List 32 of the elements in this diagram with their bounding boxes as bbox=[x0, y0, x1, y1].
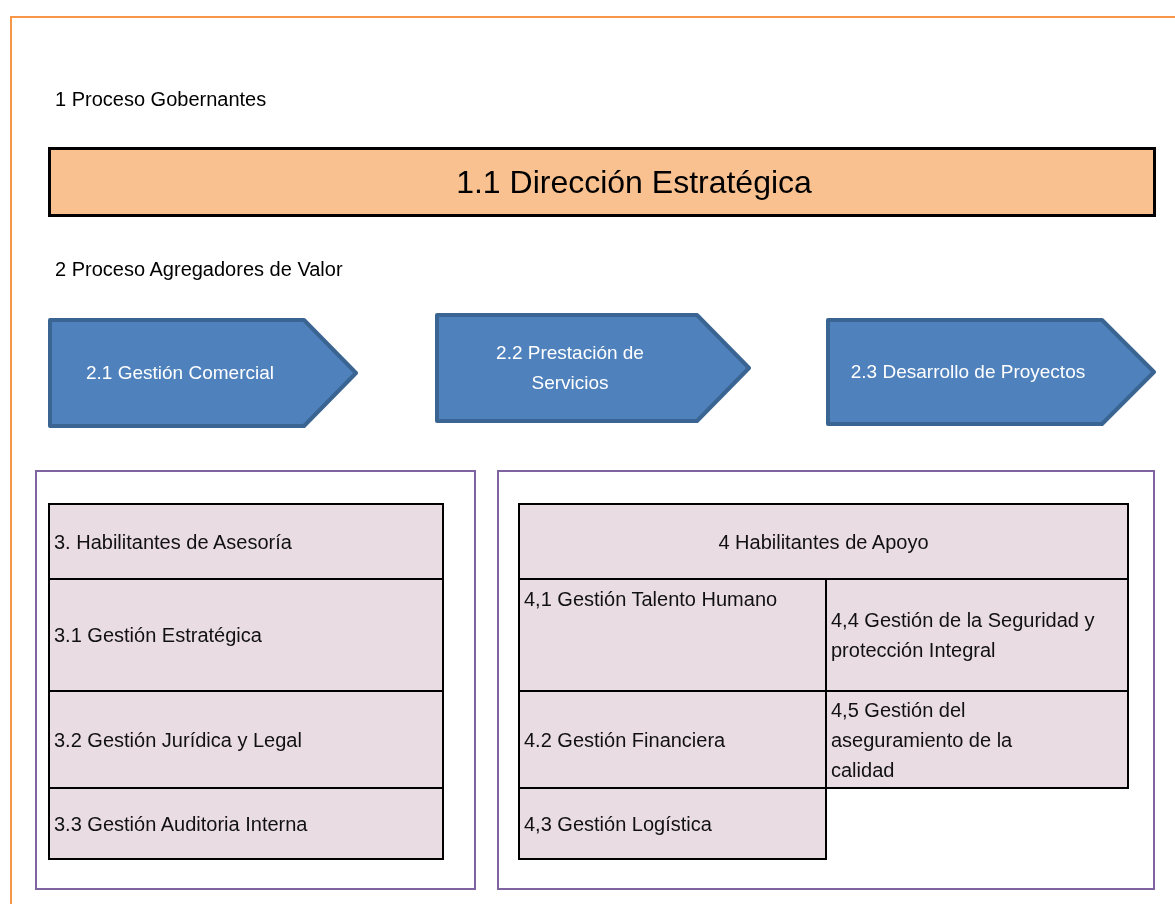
chevron-box bbox=[826, 318, 1156, 426]
table-cell bbox=[48, 503, 444, 580]
table-cell bbox=[518, 578, 827, 692]
section-heading: 2 Proceso Agregadores de Valor bbox=[55, 257, 343, 282]
node-text: 3.1 Gestión Estratégica bbox=[54, 623, 263, 648]
node-text: 2.2 Prestación de Servicios bbox=[495, 341, 645, 395]
group-frame bbox=[35, 470, 476, 890]
node-text: 2.1 Gestión Comercial bbox=[86, 361, 274, 385]
node-text: 4,5 Gestión del aseguramiento de la calidad bbox=[831, 697, 1014, 783]
node-text: 4,4 Gestión de la Seguridad y protección Integral bbox=[831, 608, 1096, 663]
node-text: 2.3 Desarrollo de Proyectos bbox=[850, 360, 1086, 384]
node-text: 3.2 Gestión Jurídica y Legal bbox=[54, 727, 303, 753]
table-cell bbox=[518, 787, 827, 860]
table-cell bbox=[48, 690, 444, 789]
node-text: 4,1 Gestión Talento Humano bbox=[524, 587, 779, 612]
table-cell bbox=[825, 578, 1129, 692]
process-banner bbox=[48, 147, 1156, 217]
table-cell bbox=[518, 690, 827, 789]
node-text: 3.3 Gestión Auditoria Interna bbox=[54, 811, 309, 837]
table-cell bbox=[518, 503, 1129, 580]
node-text: 1.1 Dirección Estratégica bbox=[456, 163, 812, 202]
group-frame bbox=[497, 470, 1155, 890]
chevron-box bbox=[435, 313, 751, 423]
node-text: 3. Habilitantes de Asesoría bbox=[54, 529, 293, 555]
table-cell bbox=[825, 690, 1129, 789]
node-text: 4 Habilitantes de Apoyo bbox=[718, 529, 929, 555]
node-text: 4.2 Gestión Financiera bbox=[524, 727, 727, 753]
table-cell bbox=[48, 578, 444, 692]
table-cell bbox=[48, 787, 444, 860]
chevron-box bbox=[48, 318, 358, 428]
section-heading: 1 Proceso Gobernantes bbox=[55, 87, 267, 112]
node-text: 4,3 Gestión Logística bbox=[524, 811, 713, 837]
